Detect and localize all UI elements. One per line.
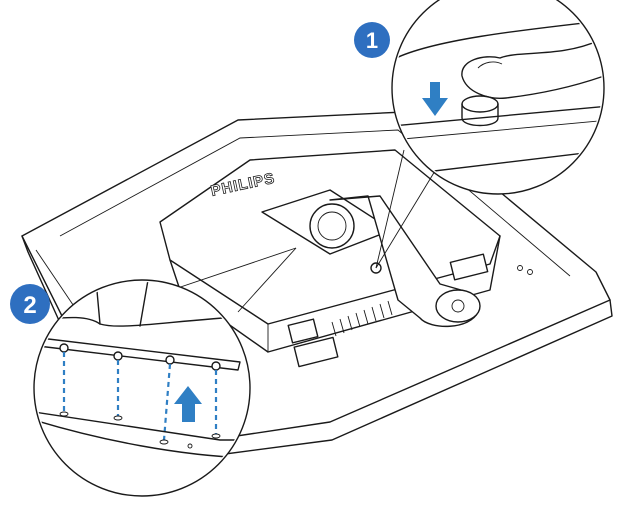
screw-post-2: [113, 351, 123, 361]
zoom-detail-1: [391, 0, 605, 195]
monitor-inner-bezel: [59, 129, 571, 277]
video-port: [449, 253, 489, 281]
fingernail: [477, 61, 503, 69]
screw-post-3: [165, 355, 175, 365]
up-arrow-icon: [174, 386, 202, 422]
hole-4: [211, 433, 221, 439]
button-side: [461, 103, 499, 127]
screw-post-1: [59, 343, 69, 353]
button-top: [461, 95, 499, 113]
step-badge-2-label: 2: [23, 292, 36, 319]
step-badge-2: 2: [10, 284, 50, 324]
hole-1: [59, 411, 69, 417]
housing-edge-mid: [394, 119, 602, 141]
screw-post-4: [211, 361, 221, 371]
mount-ring: [309, 203, 355, 249]
step-badge-1: 1: [354, 22, 390, 58]
power-port: [287, 318, 319, 344]
release-button: [370, 262, 382, 274]
zoom-detail-2: [33, 279, 251, 497]
down-arrow-icon: [422, 82, 448, 116]
stand-screw: [451, 299, 465, 313]
hole-3: [159, 439, 169, 445]
finger: [461, 39, 602, 99]
stand-foot-end: [435, 289, 481, 323]
port-dot-b: [527, 269, 533, 275]
finger-top-edge: [394, 19, 602, 61]
port-dot-a: [517, 265, 523, 271]
small-mark: [187, 443, 193, 449]
mount-ring-inner: [317, 211, 347, 241]
callout-line-2b: [237, 247, 297, 313]
callout-line-1b: [375, 165, 439, 269]
vent-grille: [331, 300, 393, 337]
housing-edge-upper: [394, 105, 602, 127]
step-badge-1-label: 1: [366, 28, 378, 53]
step-badge-2-circle: [10, 284, 50, 324]
label-plate: [293, 336, 339, 368]
step-badge-1-circle: [354, 22, 390, 58]
callout-line-1a: [375, 149, 405, 269]
hole-2: [113, 415, 123, 421]
guide-line-3: [162, 363, 172, 441]
zoom-circle-2: [33, 279, 251, 497]
